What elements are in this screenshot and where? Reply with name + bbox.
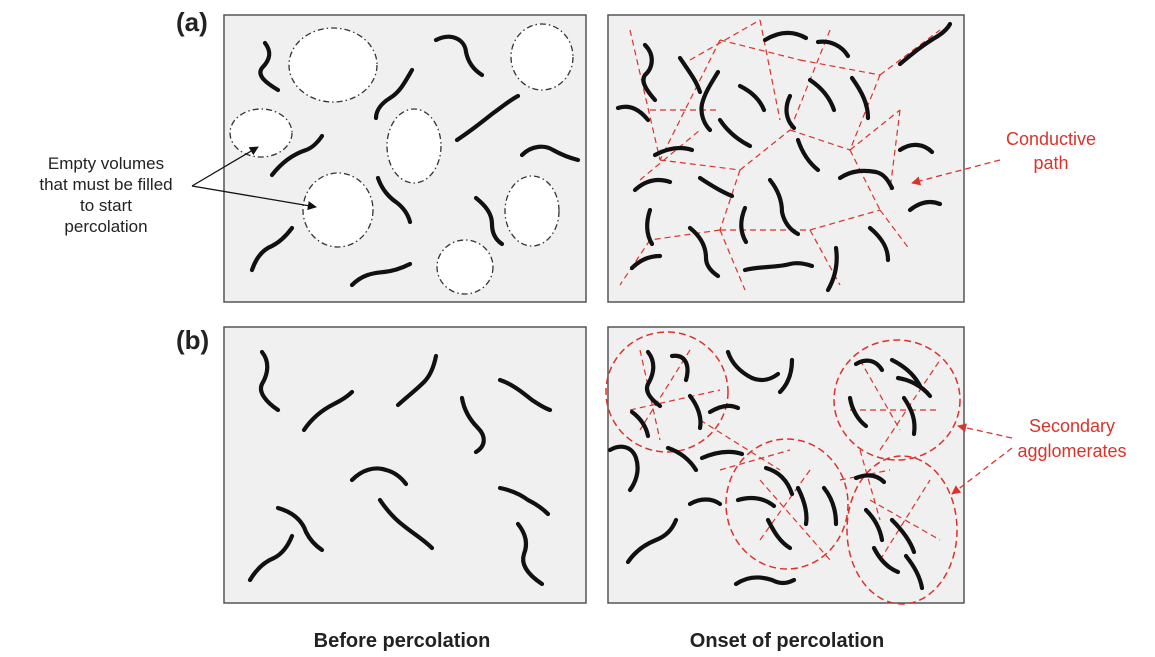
agglomerates-arrow-2 [951,447,1013,495]
secondary-agglomerates-label-1: Secondary [1029,416,1115,436]
secondary-agglomerate-circles [605,331,961,605]
label-a: (a) [176,7,208,37]
caption-onset-of-percolation: Onset of percolation [690,630,884,652]
fibers-b-before [247,349,553,587]
empty-volumes-label-3: to start [80,196,132,215]
empty-volumes-label-2: that must be filled [39,175,172,194]
fibers-a-before [249,34,581,288]
panel-b-onset [605,326,965,605]
conductive-path-label-2: path [1033,153,1068,173]
empty-volume-arrow-1 [191,146,259,187]
conductive-path-lines [619,19,941,291]
panel-a-onset [607,14,965,303]
agglomerates-arrow-1 [957,423,1013,439]
empty-volumes-label-1: Empty volumes [48,154,164,173]
empty-volumes-label-4: percolation [64,217,147,236]
fibers-a-onset [615,21,953,293]
empty-volume-arrow-2 [191,185,317,211]
caption-before-percolation: Before percolation [314,630,491,652]
agglomerate-links [629,349,941,561]
fibers-b-onset [607,349,933,591]
conductive-path-arrow [911,159,1001,186]
secondary-agglomerates-label-2: agglomerates [1017,441,1126,461]
panel-a-before [223,14,587,303]
empty-volumes [229,23,574,295]
label-b: (b) [176,325,209,355]
conductive-path-label-1: Conductive [1006,129,1096,149]
panel-b-before [223,326,587,604]
